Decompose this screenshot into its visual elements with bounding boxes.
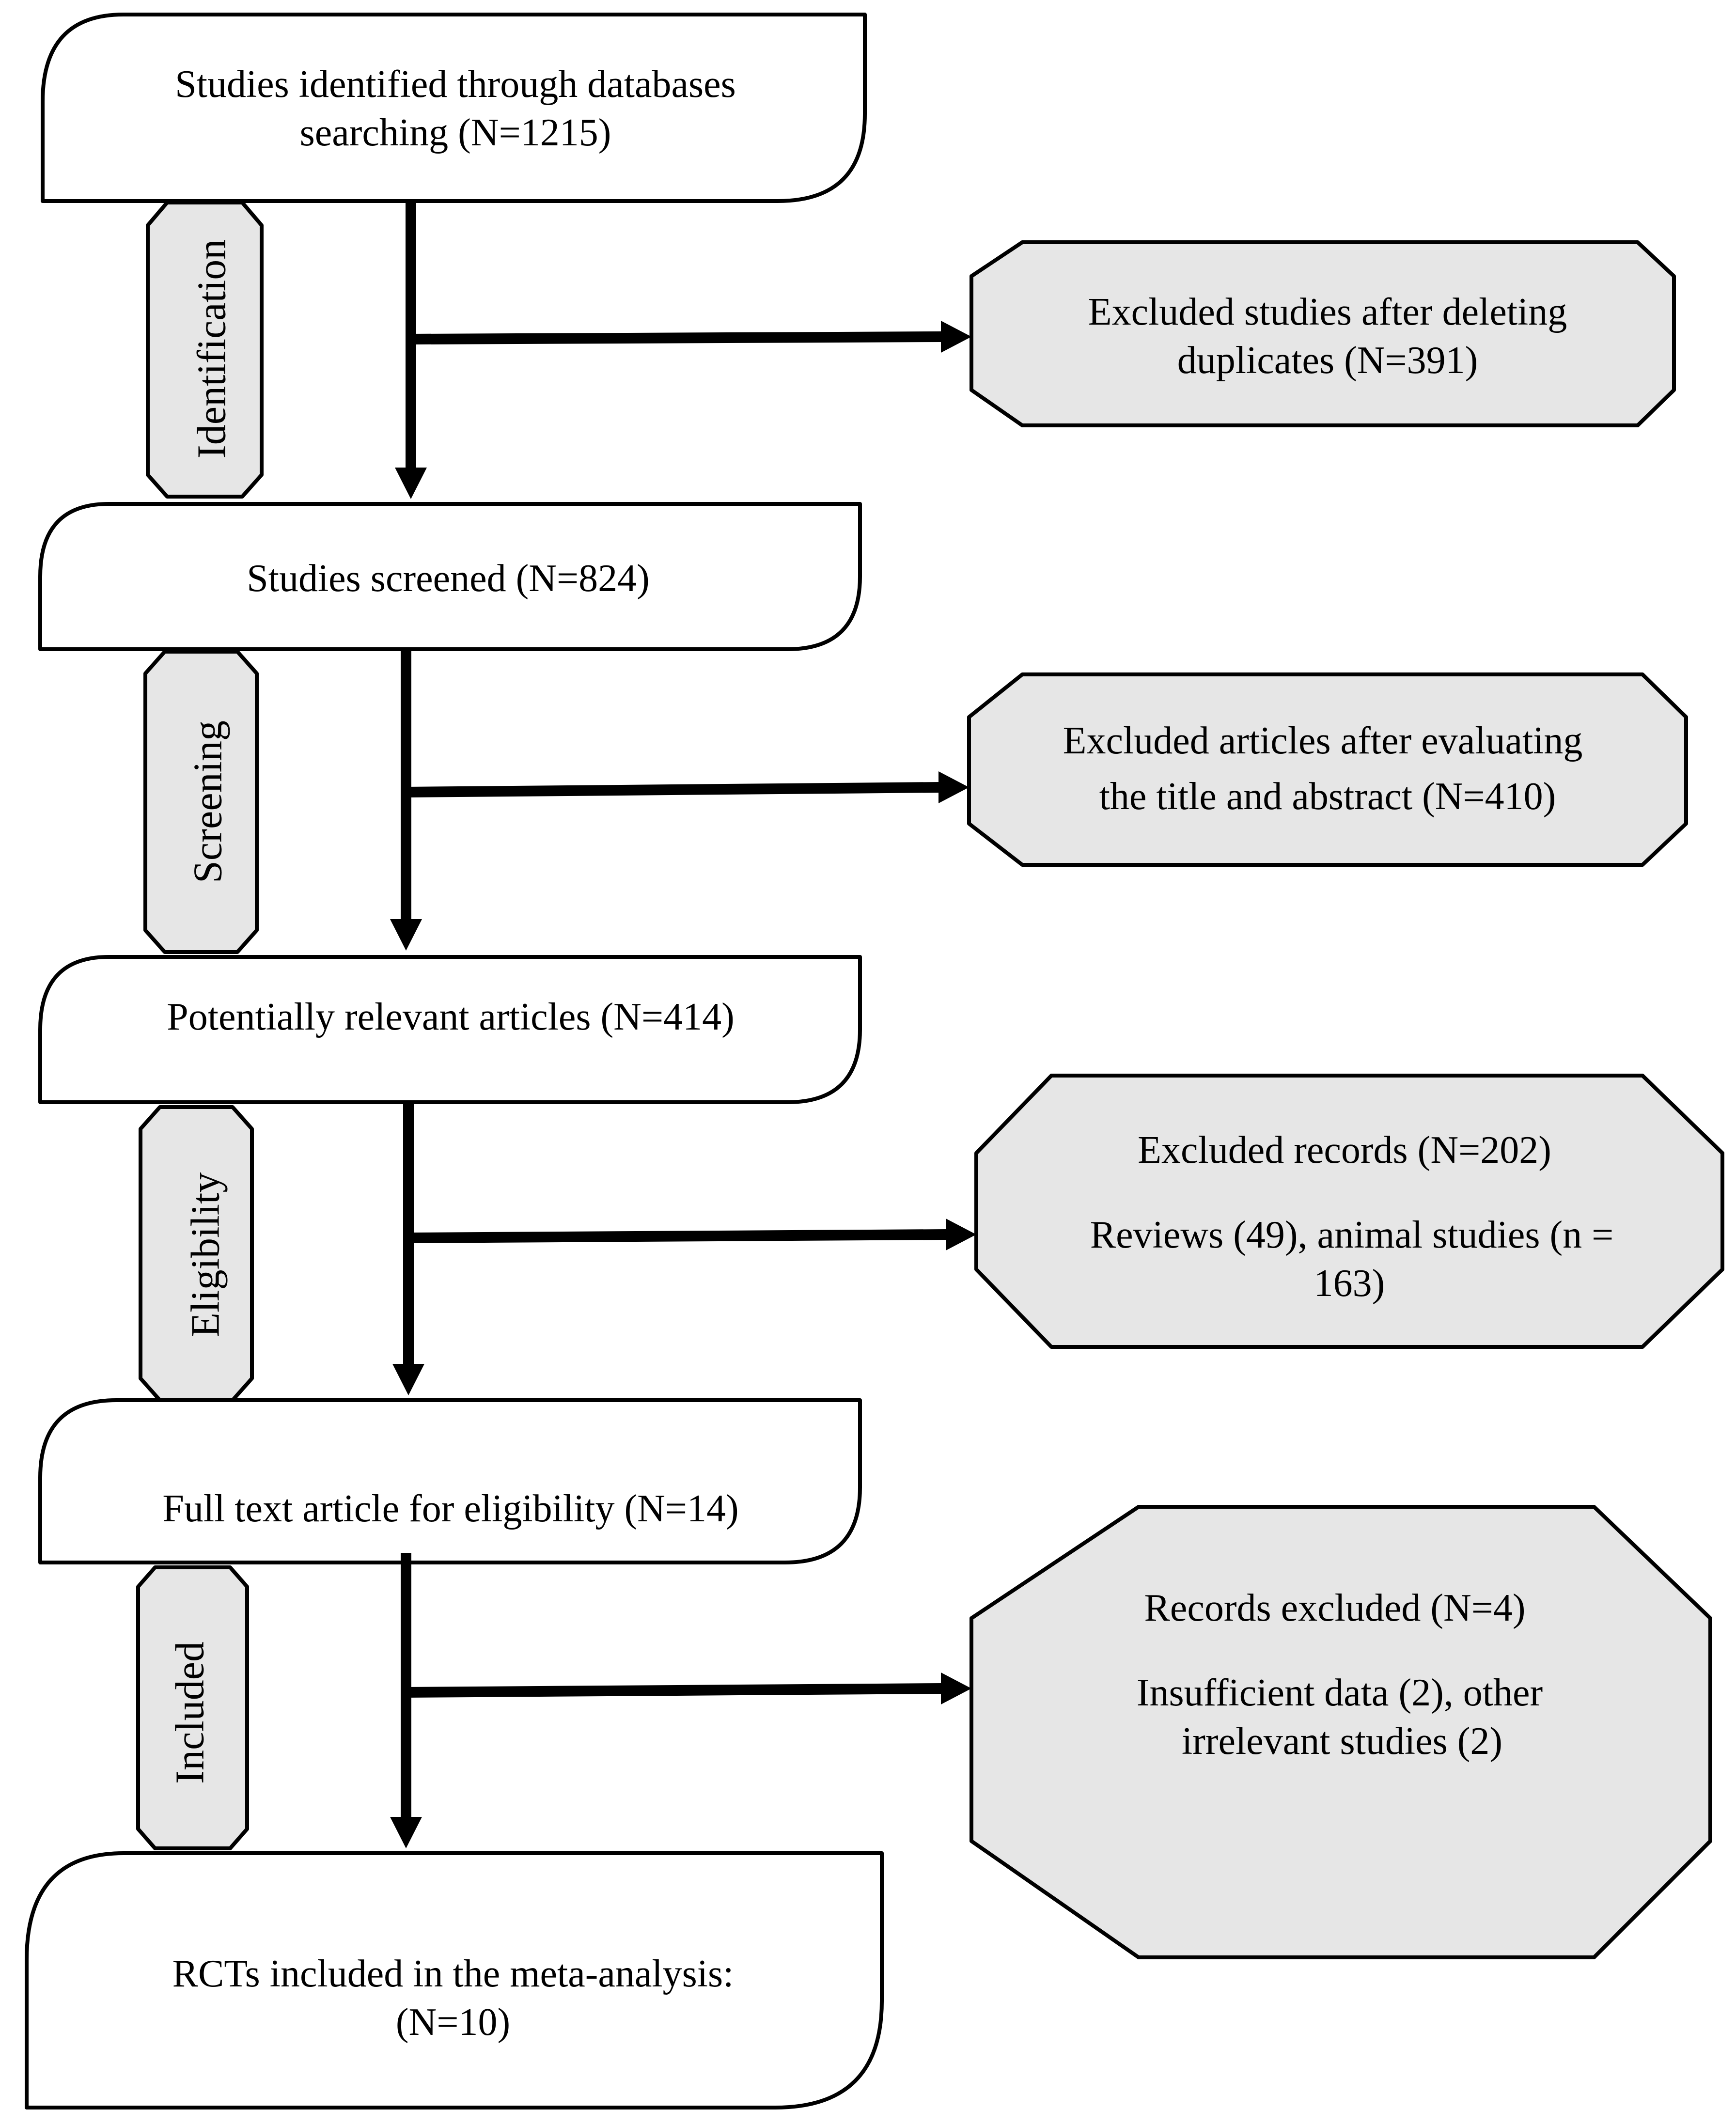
down-arrow-3 [392,1102,424,1395]
main-box-relevant: Potentially relevant articles (N=414) [38,955,862,1104]
main-box-included-line-1: RCTs included in the meta-analysis: [172,1953,734,1995]
side-box-duplicates-line-2: duplicates (N=391) [1177,339,1478,382]
right-arrow-title-abstract [406,771,969,803]
main-box-identified-line-2: searching (N=1215) [300,111,611,154]
down-arrow-4 [390,1553,422,1848]
side-box-title-abstract: Excluded articles after evaluating the t… [967,672,1688,867]
side-box-duplicates: Excluded studies after deleting duplicat… [970,240,1676,427]
side-box-records-4-line-1: Records excluded (N=4) [1144,1587,1525,1629]
main-box-included-line-2: (N=10) [396,2001,510,2044]
stage-label-eligibility: Eligibility [139,1105,254,1402]
down-arrow-1 [395,201,427,499]
stage-included-text: Included [167,1641,212,1784]
main-box-screened: Studies screened (N=824) [38,502,862,651]
side-box-records-202: Excluded records (N=202) Reviews (49), a… [974,1074,1724,1349]
stage-screening-text: Screening [185,720,230,883]
stage-label-included: Included [136,1565,249,1850]
side-box-records-4: Records excluded (N=4) Insufficient data… [970,1505,1712,1959]
stage-label-screening: Screening [143,650,259,954]
side-box-records-202-line-3: 163) [1314,1262,1385,1305]
main-box-fulltext-text: Full text article for eligibility (N=14) [162,1487,738,1530]
right-arrow-duplicates [410,321,971,353]
side-box-records-202-line-1: Excluded records (N=202) [1138,1129,1551,1172]
main-box-identified-line-1: Studies identified through databases [175,63,736,106]
right-arrow-records-4 [406,1672,971,1704]
right-arrow-records-202 [408,1219,976,1250]
main-box-fulltext: Full text article for eligibility (N=14) [38,1398,862,1564]
stage-eligibility-text: Eligibility [183,1172,228,1338]
stage-label-identification: Identification [146,201,264,499]
down-arrow-2 [390,649,422,951]
main-box-identified: Studies identified through databases sea… [41,13,867,203]
side-box-records-4-line-2: Insufficient data (2), other [1137,1672,1543,1714]
main-box-screened-text: Studies screened (N=824) [247,557,650,600]
side-box-title-abstract-line-2: the title and abstract (N=410) [1099,775,1556,818]
main-box-included: RCTs included in the meta-analysis: (N=1… [25,1851,884,2109]
side-box-duplicates-line-1: Excluded studies after deleting [1088,291,1567,333]
stage-identification-text: Identification [189,239,234,458]
side-box-records-4-line-3: irrelevant studies (2) [1182,1720,1502,1763]
side-box-records-202-line-2: Reviews (49), animal studies (n = [1090,1214,1613,1256]
side-box-title-abstract-line-1: Excluded articles after evaluating [1063,719,1583,762]
main-box-relevant-text: Potentially relevant articles (N=414) [167,996,734,1038]
